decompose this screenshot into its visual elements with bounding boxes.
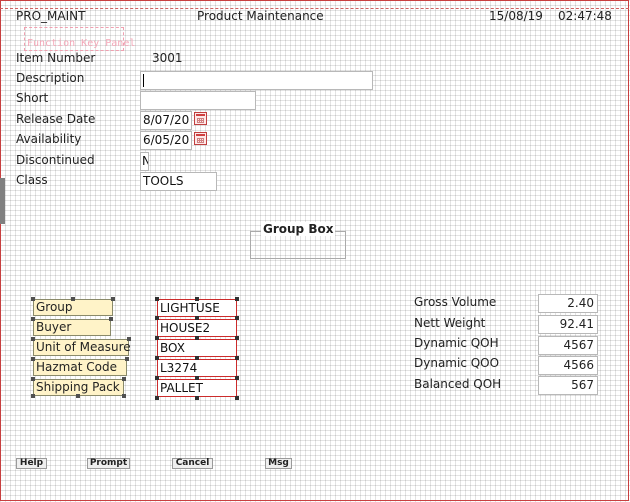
shipping-pack-label-chip[interactable]: Shipping Pack [33,379,124,396]
short-field[interactable] [140,91,256,110]
availability-value: 6/05/20 [143,133,190,147]
selection-handle[interactable] [195,376,199,380]
calendar-icon[interactable] [194,112,207,125]
class-field[interactable]: TOOLS [140,172,217,191]
class-value: TOOLS [143,174,184,188]
release-date-label: Release Date [16,112,96,126]
selection-handle[interactable] [195,356,199,360]
nett-weight-label: Nett Weight [414,316,486,330]
item-number-label: Item Number [16,51,96,65]
group-box-label: Group Box [261,222,336,236]
selection-handle[interactable] [31,357,35,361]
selection-handle[interactable] [109,317,113,321]
selection-handle[interactable] [235,396,239,400]
selection-handle[interactable] [127,337,131,341]
selection-handle[interactable] [155,356,159,360]
availability-label: Availability [16,132,82,146]
msg-button[interactable]: Msg [265,458,292,469]
item-number-value: 3001 [152,51,183,65]
dynamic-qoo-label: Dynamic QOO [414,356,500,370]
screen-title: Product Maintenance [197,9,324,23]
selection-handle[interactable] [76,394,80,398]
hazmat-code-label-chip[interactable]: Hazmat Code [33,359,127,376]
dynamic-qoo-field[interactable]: 4566 [538,356,598,375]
selection-handle[interactable] [235,356,239,360]
selection-handle[interactable] [235,316,239,320]
buyer-label-chip[interactable]: Buyer [33,319,111,336]
selection-handle[interactable] [155,316,159,320]
prompt-button[interactable]: Prompt [87,458,130,469]
description-label: Description [16,71,85,85]
dynamic-qoh-label: Dynamic QOH [414,336,499,350]
header-time: 02:47:48 [558,9,612,23]
selection-handle[interactable] [31,317,35,321]
selection-handle[interactable] [155,297,159,301]
resize-handle[interactable] [0,178,5,224]
short-label: Short [16,91,49,105]
help-button[interactable]: Help [16,458,47,469]
selection-handle[interactable] [31,394,35,398]
group-label-chip[interactable]: Group [33,299,113,316]
gross-volume-label: Gross Volume [414,295,497,309]
group-value[interactable]: LIGHTUSE [157,299,237,317]
selection-handle[interactable] [235,376,239,380]
calendar-icon[interactable] [194,132,207,145]
text-cursor [143,74,144,87]
nett-weight-field[interactable]: 92.41 [538,315,598,334]
release-date-value: 8/07/20 [143,113,190,127]
selection-handle[interactable] [155,396,159,400]
unit-of-measure-label-chip[interactable]: Unit of Measure [33,339,131,356]
selection-handle[interactable] [125,357,129,361]
class-label: Class [16,173,48,187]
program-name: PRO_MAINT [16,9,86,23]
selection-handle[interactable] [195,297,199,301]
discontinued-field[interactable]: N [140,152,149,171]
discontinued-label: Discontinued [16,153,95,167]
selection-handle[interactable] [155,376,159,380]
cancel-button[interactable]: Cancel [172,458,213,469]
selection-handle[interactable] [195,316,199,320]
dynamic-qoh-field[interactable]: 4567 [538,336,598,355]
release-date-field[interactable]: 8/07/20 [140,111,192,130]
unit-of-measure-value[interactable]: BOX [157,339,237,357]
selection-handle[interactable] [235,297,239,301]
function-key-panel-label: Function Key Panel [27,38,136,49]
selection-handle[interactable] [31,377,35,381]
selection-handle[interactable] [122,394,126,398]
hazmat-code-value[interactable]: L3274 [157,359,237,377]
selection-handle[interactable] [31,337,35,341]
function-key-panel[interactable] [24,27,124,51]
gross-volume-field[interactable]: 2.40 [538,294,598,313]
description-field[interactable] [140,71,373,90]
selection-handle[interactable] [235,336,239,340]
balanced-qoh-field[interactable]: 567 [538,376,598,395]
selection-handle[interactable] [71,297,75,301]
balanced-qoh-label: Balanced QOH [414,377,502,391]
selection-handle[interactable] [122,377,126,381]
buyer-value[interactable]: HOUSE2 [157,319,237,337]
selection-handle[interactable] [155,336,159,340]
header-date: 15/08/19 [489,9,543,23]
shipping-pack-value[interactable]: PALLET [157,379,237,397]
selection-handle[interactable] [111,297,115,301]
selection-handle[interactable] [31,297,35,301]
discontinued-value: N [142,154,148,168]
availability-field[interactable]: 6/05/20 [140,131,192,150]
selection-handle[interactable] [195,336,199,340]
selection-handle[interactable] [195,396,199,400]
header-divider [0,8,629,9]
